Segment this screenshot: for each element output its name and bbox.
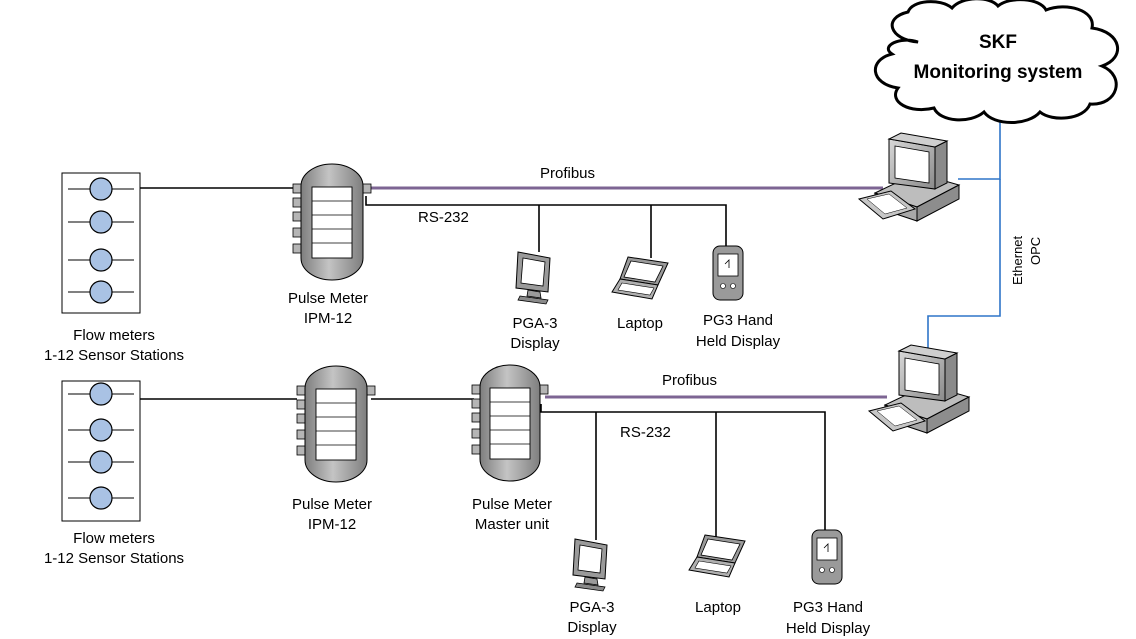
flow-meters-label-bottom-line1: Flow meters [73, 530, 155, 547]
handheld-device-icon [812, 530, 842, 584]
pga-label-bottom-line2: Display [567, 619, 617, 636]
cloud-title-line2: Monitoring system [914, 62, 1083, 83]
ethernet-label: Ethernet [1010, 235, 1025, 285]
rs232-line-bottom [541, 404, 825, 532]
laptop-label-top: Laptop [617, 315, 663, 332]
flow-meter-icon [90, 178, 112, 200]
pg3-label-bottom-line1: PG3 Hand [793, 599, 863, 616]
pg3-label-bottom-line2: Held Display [786, 620, 871, 637]
pga-label-bottom-line1: PGA-3 [569, 599, 614, 616]
flow-meter-panel-top [62, 173, 140, 313]
flow-meter-icon [90, 419, 112, 441]
flow-meter-icon [90, 383, 112, 405]
monitor-icon [516, 252, 550, 304]
pg3-label-top-line2: Held Display [696, 333, 781, 350]
pga-label-top-line1: PGA-3 [512, 315, 557, 332]
flow-meter-icon [90, 281, 112, 303]
laptop-icon [689, 535, 745, 577]
pulse-meter-label-bottom-line1: Pulse Meter [292, 496, 372, 513]
pulse-meter-bottom [297, 366, 375, 482]
master-unit-label-line2: Master unit [475, 516, 550, 533]
flow-meter-icon [90, 487, 112, 509]
profibus-label-bottom: Profibus [662, 372, 717, 389]
profibus-label-top: Profibus [540, 165, 595, 182]
flow-meters-label-top-line2: 1-12 Sensor Stations [44, 347, 184, 364]
desktop-computer-icon [869, 345, 969, 433]
opc-label: OPC [1028, 237, 1043, 265]
monitor-icon [573, 539, 607, 591]
flow-meters-label-bottom-line2: 1-12 Sensor Stations [44, 550, 184, 567]
flow-meter-icon [90, 451, 112, 473]
rs232-label-top: RS-232 [418, 209, 469, 226]
pga-label-top-line2: Display [510, 335, 560, 352]
flow-meter-panel-bottom [62, 381, 140, 521]
flow-meter-icon [90, 249, 112, 271]
pulse-meter-label-top-line2: IPM-12 [304, 310, 352, 327]
laptop-icon [612, 257, 668, 299]
pulse-meter-label-bottom-line2: IPM-12 [308, 516, 356, 533]
desktop-computer-icon [859, 133, 959, 221]
flow-meter-icon [90, 211, 112, 233]
pulse-meter-label-top-line1: Pulse Meter [288, 290, 368, 307]
pulse-meter-top [293, 164, 371, 280]
handheld-device-icon [713, 246, 743, 300]
pulse-meter-master [472, 365, 548, 481]
cloud-title-line1: SKF [979, 32, 1017, 53]
laptop-label-bottom: Laptop [695, 599, 741, 616]
master-unit-label-line1: Pulse Meter [472, 496, 552, 513]
pg3-label-top-line1: PG3 Hand [703, 312, 773, 329]
rs232-label-bottom: RS-232 [620, 424, 671, 441]
flow-meters-label-top-line1: Flow meters [73, 327, 155, 344]
